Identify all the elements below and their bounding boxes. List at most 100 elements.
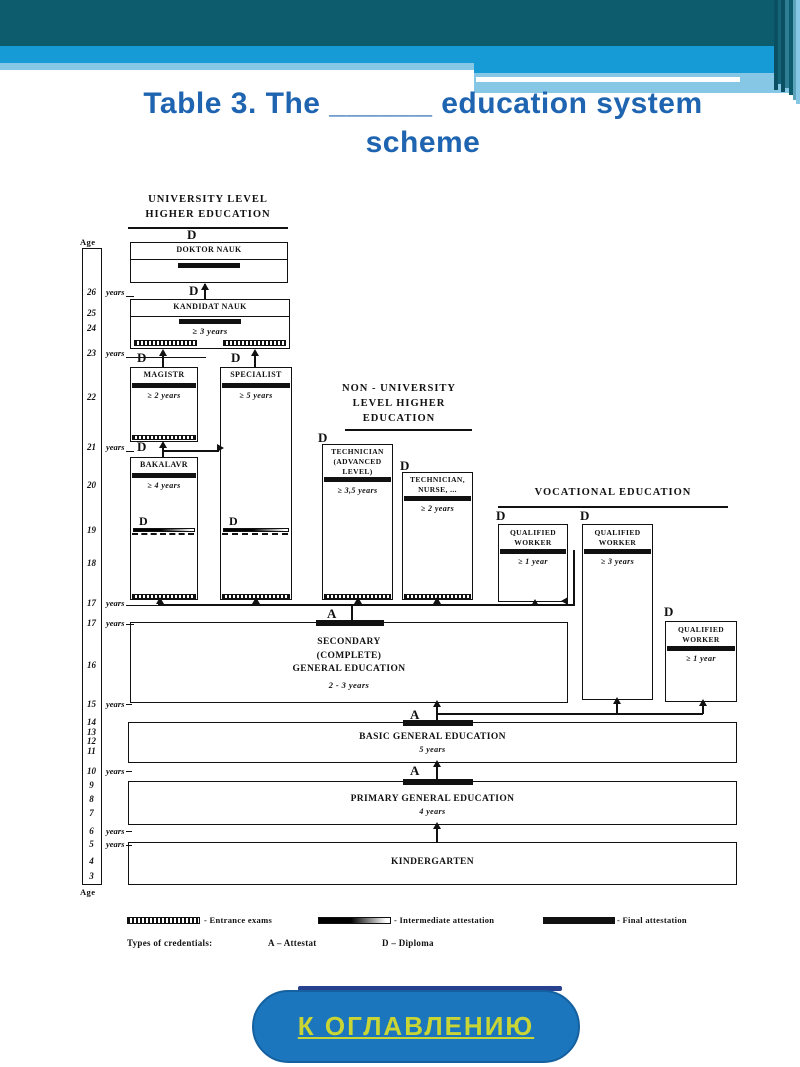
technician-nurse-title: TECHNICIAN, NURSE, ... xyxy=(409,475,466,494)
credential-item: A – Attestat xyxy=(268,938,317,948)
final-legend-symbol xyxy=(543,917,615,924)
entrance-exams-bar xyxy=(134,340,197,346)
header-stripe xyxy=(789,0,793,95)
age-years-label: years xyxy=(106,598,125,608)
intermediate-attestation-bar xyxy=(133,528,195,532)
qualified-worker-2-box: QUALIFIED WORKER ≥ 3 years xyxy=(582,524,653,700)
final-attestation-bar xyxy=(132,473,196,478)
age-years-label: years xyxy=(106,699,125,709)
header-lightblue-band-left xyxy=(0,63,474,70)
non-university-heading: NON - UNIVERSITY xyxy=(341,383,456,394)
age-tick-label: 11 xyxy=(87,746,96,756)
connector-line xyxy=(126,451,134,453)
university-level-heading: HIGHER EDUCATION xyxy=(145,208,271,220)
technician-advanced-title: TECHNICIAN (ADVANCED LEVEL) xyxy=(331,447,384,476)
secondary-general-title: SECONDARY (COMPLETE) GENERAL EDUCATION xyxy=(292,637,406,674)
connector-line xyxy=(126,624,134,626)
connector-line xyxy=(126,771,132,773)
header-stripe xyxy=(793,0,796,100)
diploma-label: D xyxy=(400,458,410,473)
duration-label: ≥ 4 years xyxy=(147,481,181,490)
arrow-head-up xyxy=(433,700,441,707)
divider-line xyxy=(131,316,289,318)
duration-label: ≥ 1 year xyxy=(518,557,548,566)
connector-line xyxy=(158,604,575,606)
age-tick-label: 17 xyxy=(87,598,96,608)
non-university-heading-underline xyxy=(345,429,472,431)
arrow-head-up xyxy=(201,283,209,290)
credentials-caption: Types of credentials: xyxy=(127,938,213,948)
arrow-head-up xyxy=(433,760,441,767)
final-attestation-bar xyxy=(179,319,241,324)
toc-button-label[interactable]: К ОГЛАВЛЕНИЮ xyxy=(297,1011,535,1041)
age-years-label: years xyxy=(106,348,125,358)
connector-line xyxy=(126,831,132,833)
connector-line xyxy=(126,704,132,706)
age-tick-label: 22 xyxy=(87,392,96,402)
diploma-label: D xyxy=(580,508,590,523)
toc-button[interactable]: К ОГЛАВЛЕНИЮ xyxy=(252,990,580,1063)
non-university-heading: LEVEL HIGHER xyxy=(352,398,446,409)
qualified-worker-title: QUALIFIED WORKER xyxy=(677,625,725,644)
slide-title-line2: scheme xyxy=(365,126,481,159)
header-blue-band-right xyxy=(474,46,800,73)
intermediate-attestation-bar-dash xyxy=(222,533,288,535)
diploma-label: D xyxy=(231,350,241,365)
header-stripe xyxy=(778,0,781,84)
connector-line xyxy=(351,605,353,623)
final-legend-label: - Final attestation xyxy=(617,915,687,925)
age-tick-label: 19 xyxy=(87,525,96,535)
doktor-nauk-box: DOKTOR NAUK xyxy=(130,242,288,283)
qualified-worker-3-box: QUALIFIED WORKER≥ 1 year xyxy=(665,621,737,702)
final-attestation-bar xyxy=(403,779,473,785)
connector-line xyxy=(126,296,134,298)
connector-line xyxy=(437,713,703,715)
header-teal-band xyxy=(0,0,776,46)
arrow-head-up xyxy=(433,597,441,604)
qualified-worker-title: QUALIFIED WORKER xyxy=(594,528,641,547)
final-attestation-bar xyxy=(584,549,651,554)
specialist-title: SPECIALIST xyxy=(230,370,282,379)
age-tick-label: 9 xyxy=(89,780,94,790)
magistr-title: MAGISTR xyxy=(143,370,185,379)
age-years-label: years xyxy=(106,618,125,628)
final-attestation-bar xyxy=(667,646,735,651)
diploma-label: D xyxy=(137,439,147,454)
arrow-head-up xyxy=(159,349,167,356)
connector-line xyxy=(162,450,219,452)
header-stripe xyxy=(796,0,800,104)
header-stripe xyxy=(774,0,778,90)
age-tick-label: 18 xyxy=(87,558,96,568)
arrow-head-up xyxy=(433,822,441,829)
age-years-label: years xyxy=(106,826,125,836)
age-tick-label: 20 xyxy=(87,480,96,490)
connector-line xyxy=(436,824,438,843)
kindergarten-title: KINDERGARTEN xyxy=(390,857,475,867)
button-accent-line xyxy=(298,986,562,991)
connector-line xyxy=(254,351,256,368)
magistr-box: MAGISTR≥ 2 years xyxy=(130,367,198,442)
doktor-nauk-title: DOKTOR NAUK xyxy=(176,245,242,254)
technician-advanced-box: TECHNICIAN (ADVANCED LEVEL) ≥ 3,5 years xyxy=(322,444,393,600)
arrow-head-up xyxy=(699,699,707,706)
duration-label: ≥ 3 years xyxy=(600,557,635,566)
age-tick-label: 13 xyxy=(87,727,96,737)
age-tick-label: 3 xyxy=(89,871,94,881)
kindergarten-box: KINDERGARTEN xyxy=(128,842,737,885)
duration-label: 4 years xyxy=(419,807,446,816)
final-attestation-bar xyxy=(404,496,471,501)
age-scale-bottom-label: Age xyxy=(80,887,96,897)
university-level-heading-underline xyxy=(128,227,288,229)
duration-label: ≥ 3,5 years xyxy=(337,486,378,495)
arrow-head-up xyxy=(531,599,539,606)
final-attestation-bar xyxy=(403,720,473,726)
header-white-stripe xyxy=(476,77,740,82)
qualified-worker-1-box: QUALIFIED WORKER≥ 1 year xyxy=(498,524,568,602)
final-attestation-bar xyxy=(316,620,384,626)
attestat-label: A xyxy=(327,606,337,621)
diploma-label: D xyxy=(139,514,149,528)
attestat-label: A xyxy=(410,763,420,778)
